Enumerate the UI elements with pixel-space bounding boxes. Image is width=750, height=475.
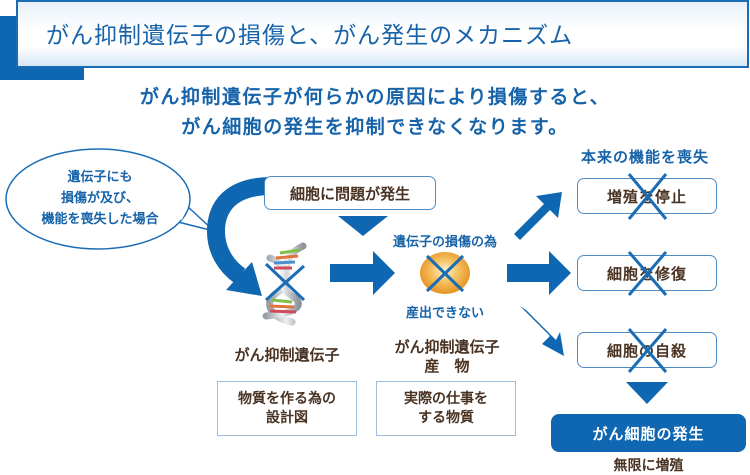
- function-label: 細胞を修復: [606, 264, 687, 283]
- product-label-line-1: がん抑制遺伝子: [394, 338, 500, 356]
- header-banner: [16, 0, 749, 68]
- worker-line-2: する物質: [418, 409, 474, 426]
- down-right-arrow-icon: [520, 306, 564, 356]
- lead-text: がん抑制遺伝子が何らかの原因により損傷すると、 がん細胞の発生を抑制できなくなり…: [0, 82, 750, 142]
- bubble-text: 遺伝子にも 損傷が及び、 機能を喪失した場合: [20, 167, 180, 230]
- up-right-arrow-icon: [514, 192, 562, 240]
- down-triangle-icon-2: [626, 382, 668, 404]
- lead-line-1: がん抑制遺伝子が何らかの原因により損傷すると、: [139, 86, 611, 108]
- function-box-apoptosis: 細胞の自殺: [577, 332, 717, 368]
- blueprint-line-2: 設計図: [266, 409, 308, 426]
- cancer-label: がん細胞の発生: [592, 424, 705, 443]
- worker-substance-box: 実際の仕事を する物質: [376, 381, 516, 436]
- blueprint-box: 物質を作る為の 設計図: [217, 381, 357, 436]
- dna-icon: [262, 242, 307, 326]
- damage-label: 遺伝子の損傷の為: [392, 235, 497, 250]
- bubble-line-1: 遺伝子にも: [67, 170, 133, 185]
- curved-arrow-icon: [206, 177, 273, 296]
- function-label: 増殖を停止: [606, 187, 687, 206]
- product-label: がん抑制遺伝子 産 物: [372, 338, 522, 376]
- problem-label: 細胞に問題が発生: [289, 184, 410, 203]
- cannot-produce-label: 産出できない: [405, 306, 484, 321]
- function-label: 細胞の自殺: [606, 341, 687, 360]
- lead-line-2: がん細胞の発生を抑制できなくなります。: [181, 116, 569, 138]
- function-box-repair-cell: 細胞を修復: [577, 255, 717, 291]
- protein-icon: [420, 252, 470, 294]
- right-arrow-icon-2: [507, 251, 571, 295]
- page-title: がん抑制遺伝子の損傷と、がん発生のメカニズム: [46, 23, 574, 49]
- down-triangle-icon: [338, 216, 388, 236]
- problem-box: 細胞に問題が発生: [264, 176, 436, 210]
- right-arrow-icon: [330, 251, 395, 295]
- function-box-stop-proliferation: 増殖を停止: [577, 178, 717, 214]
- bubble-line-2: 損傷が及び、: [60, 191, 139, 206]
- lost-function-title: 本来の機能を喪失: [580, 148, 709, 166]
- worker-line-1: 実際の仕事を: [404, 390, 488, 407]
- bubble-line-3: 機能を喪失した場合: [41, 212, 159, 227]
- gene-label: がん抑制遺伝子: [234, 346, 340, 364]
- infinite-proliferation-label: 無限に増殖: [613, 458, 684, 474]
- blueprint-line-1: 物質を作る為の: [238, 390, 336, 407]
- cancer-development-box: がん細胞の発生: [551, 414, 746, 452]
- product-label-line-2: 産 物: [424, 357, 470, 375]
- speech-bubble: [5, 148, 215, 250]
